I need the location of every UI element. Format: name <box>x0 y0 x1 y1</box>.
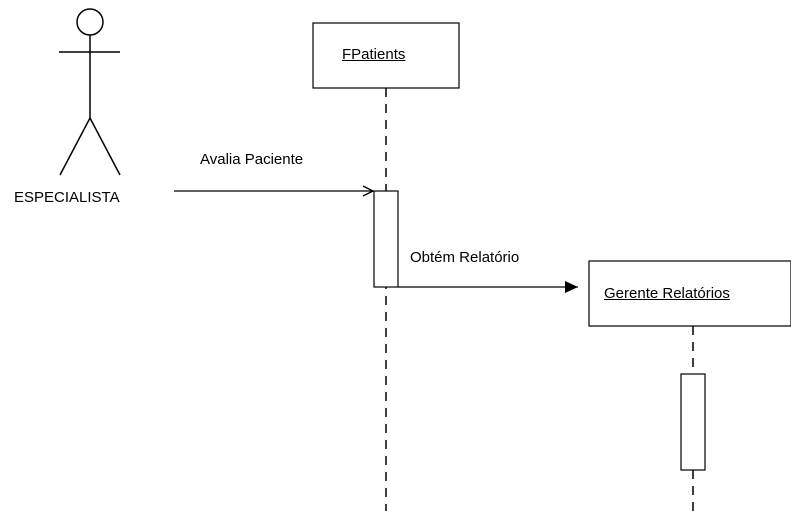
object-label-gerente: Gerente Relatórios <box>604 285 730 302</box>
actor-left-leg <box>59 117 91 176</box>
object-label-fpatients: FPatients <box>342 46 406 63</box>
actor-right-leg <box>89 117 121 176</box>
object-box-gerente[interactable] <box>588 260 791 327</box>
actor-head <box>76 8 104 36</box>
message-label-avalia-paciente: Avalia Paciente <box>200 151 304 168</box>
actor-label: ESPECIALISTA <box>14 189 120 206</box>
object-box-fpatients[interactable] <box>312 22 460 89</box>
activation-bar-fpatients[interactable] <box>373 190 399 288</box>
actor-figure <box>59 8 121 176</box>
activation-bar-gerente[interactable] <box>680 373 706 471</box>
message-label-obtem-relatorio: Obtém Relatório <box>410 249 520 266</box>
